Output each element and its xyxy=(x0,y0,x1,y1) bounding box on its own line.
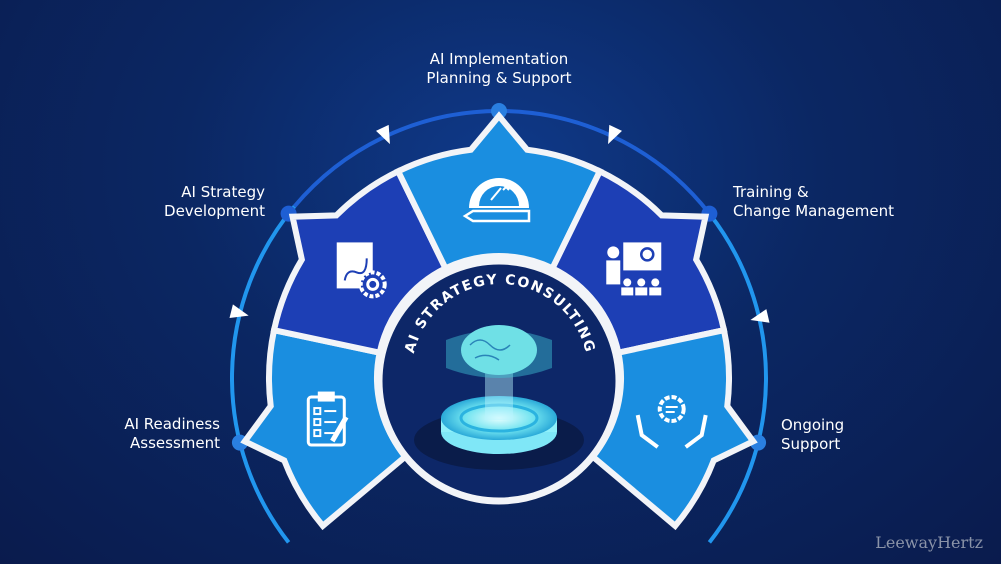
leewayhertz-watermark: LeewayHertz xyxy=(875,533,983,552)
ring-arc xyxy=(707,212,768,544)
direction-arrow-icon xyxy=(376,124,390,145)
step-dot xyxy=(491,103,507,119)
step-label-training: Training &Change Management xyxy=(733,183,895,220)
outer-cycle-ring xyxy=(229,103,770,544)
center-hub: AI STRATEGY CONSULTING xyxy=(375,257,623,505)
strategy-document-gear-icon xyxy=(336,242,387,299)
checklist-clipboard-icon xyxy=(306,391,349,447)
ring-arc xyxy=(230,205,296,544)
brain-hologram-icon xyxy=(414,325,584,470)
gear-plan-pencil-icon xyxy=(462,178,531,223)
direction-arrow-icon xyxy=(229,304,249,319)
hands-gear-support-icon xyxy=(635,395,708,449)
direction-arrow-icon xyxy=(608,124,622,145)
direction-arrow-icon xyxy=(750,309,770,323)
presenter-audience-icon xyxy=(606,242,662,296)
